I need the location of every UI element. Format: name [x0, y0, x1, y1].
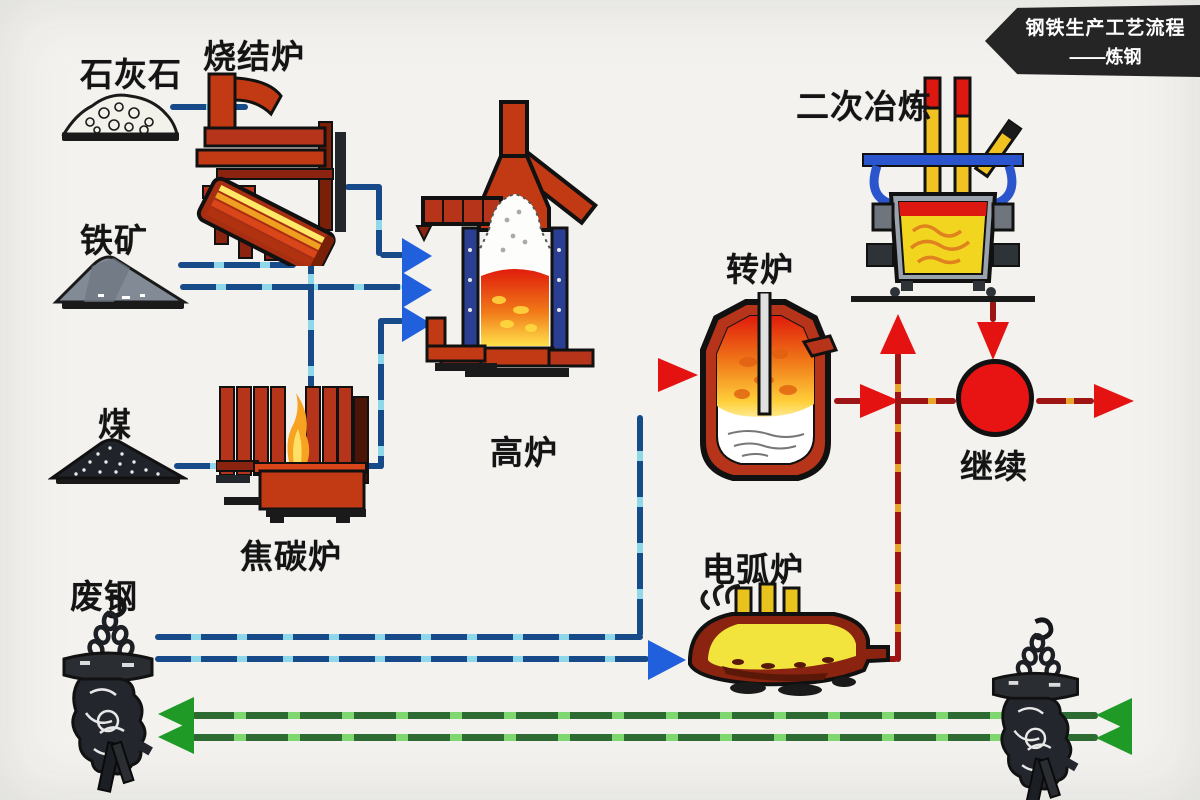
coal-label: 煤 — [98, 406, 132, 443]
flow-scrap-line-2 — [155, 656, 649, 662]
continue-node-circle — [956, 359, 1034, 437]
blast-furnace-feed-arrow-2 — [402, 272, 432, 308]
converter-illustration — [700, 292, 839, 481]
flow-coke-out-v — [378, 318, 384, 469]
flow-secondary-down — [990, 300, 996, 322]
flow-coke-arrow-stub — [380, 318, 404, 324]
scrap-steel-label: 废钢 — [70, 578, 138, 615]
flow-sinter-out-v — [376, 184, 382, 256]
coking-furnace-illustration — [216, 386, 369, 523]
title-banner: 钢铁生产工艺流程 ——炼钢 — [985, 5, 1200, 77]
flow-eaf-riser — [895, 352, 901, 662]
limestone-pile-illustration — [61, 93, 179, 141]
banner-title-line1: 钢铁生产工艺流程 — [1025, 18, 1186, 39]
banner-title-line2: ——炼钢 — [1069, 47, 1142, 67]
sintering-furnace-label: 烧结炉 — [203, 38, 305, 75]
scrap-steel-hook-right — [980, 616, 1090, 800]
blast-furnace-label: 高炉 — [490, 434, 558, 471]
electric-arc-furnace-illustration — [688, 582, 890, 696]
scrap-steel-hook-left — [50, 593, 165, 798]
coal-pile-illustration — [48, 438, 188, 484]
flow-sinter-arrow-stub — [380, 252, 404, 258]
blast-furnace-feed-arrow-1 — [402, 238, 432, 274]
continue-out-arrow — [1094, 384, 1134, 418]
flow-blast-furnace-down — [637, 415, 643, 637]
flow-iron-ore-line-b — [180, 284, 402, 290]
electric-arc-furnace-label: 电弧炉 — [702, 551, 804, 588]
secondary-refining-illustration — [851, 76, 1035, 302]
secondary-to-continue-arrow — [977, 322, 1009, 360]
recycle-arrow-left-2 — [158, 720, 194, 754]
eaf-feed-arrow — [648, 640, 686, 680]
iron-ore-pile-illustration — [52, 255, 190, 309]
flow-recycle-line-1 — [192, 712, 1098, 719]
flow-coal-to-coke — [174, 463, 224, 469]
flow-converter-out-2 — [898, 398, 956, 404]
converter-feed-arrow — [658, 358, 698, 392]
blast-furnace-illustration — [415, 100, 599, 377]
limestone-label: 石灰石 — [80, 56, 182, 93]
recycle-arrow-right-2 — [1096, 721, 1132, 755]
continue-label: 继续 — [960, 448, 1028, 485]
flow-coke-out-h — [356, 463, 384, 469]
flow-recycle-line-2 — [192, 734, 1098, 741]
coking-furnace-label: 焦碳炉 — [240, 538, 342, 575]
flow-sinter-to-coke-v — [308, 238, 314, 390]
secondary-refining-label: 二次冶炼 — [796, 88, 932, 125]
converter-label: 转炉 — [726, 251, 794, 288]
flow-scrap-line-1 — [155, 634, 643, 640]
eaf-to-secondary-arrow — [880, 314, 916, 354]
flow-continue-out — [1036, 398, 1094, 404]
flow-iron-ore-line-a — [178, 262, 296, 268]
sintering-furnace-illustration — [195, 72, 346, 266]
converter-out-arrow — [860, 384, 900, 418]
flow-converter-out-1 — [834, 398, 862, 404]
iron-ore-label: 铁矿 — [80, 222, 148, 259]
flow-sinter-out-h — [345, 184, 381, 190]
